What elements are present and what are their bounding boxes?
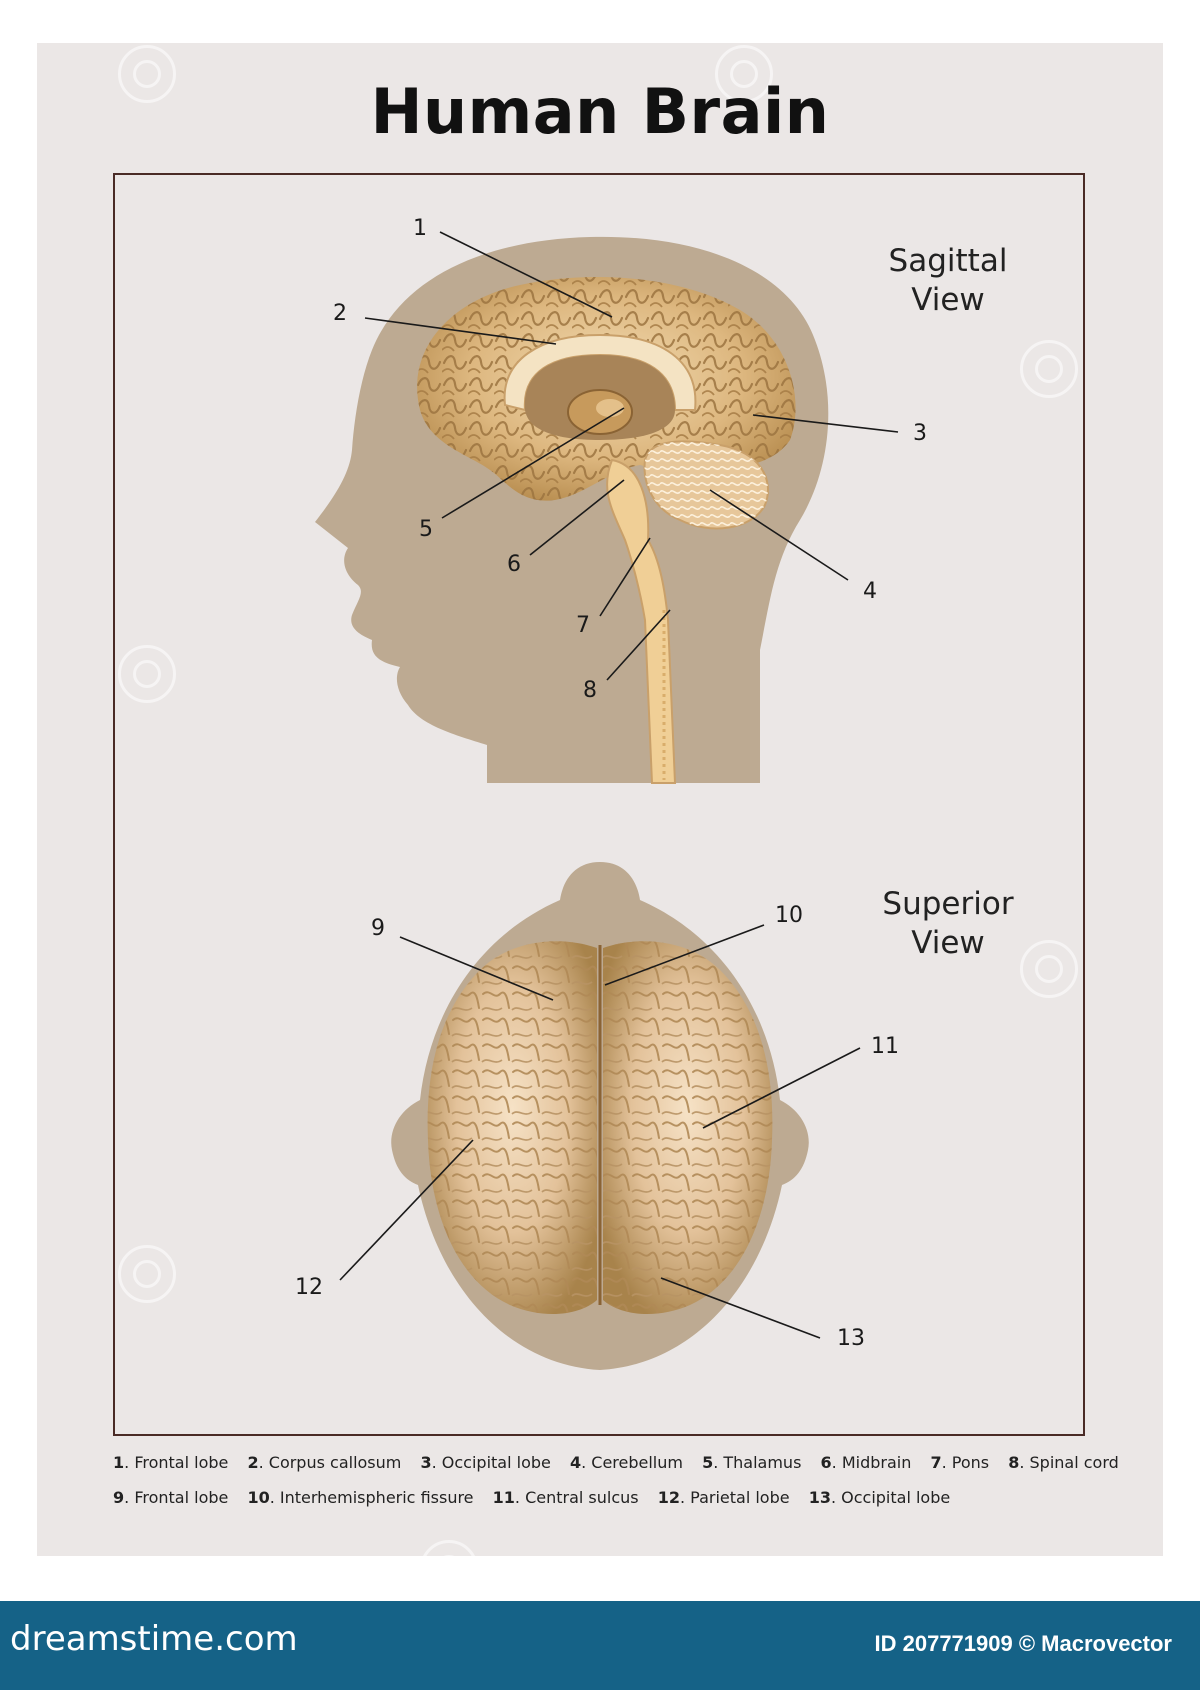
legend-item: 8. Spinal cord — [1008, 1453, 1119, 1472]
legend-row-1: 1. Frontal lobe 2. Corpus callosum 3. Oc… — [113, 1453, 1133, 1472]
legend-item: 3. Occipital lobe — [420, 1453, 551, 1472]
diagram-frame — [113, 173, 1085, 1436]
watermark-logo-icon — [118, 645, 176, 703]
legend-item: 12. Parietal lobe — [657, 1488, 790, 1507]
legend-item: 7. Pons — [930, 1453, 990, 1472]
watermark-logo-icon — [118, 1245, 176, 1303]
footer-image-id: ID 207771909 © Macrovector — [874, 1631, 1173, 1656]
callout-2: 2 — [333, 301, 347, 326]
callout-4: 4 — [863, 579, 877, 604]
leader-lines — [339, 231, 899, 1339]
callout-13: 13 — [837, 1326, 865, 1351]
callout-3: 3 — [913, 421, 927, 446]
legend-item: 4. Cerebellum — [569, 1453, 683, 1472]
page-title: Human Brain — [370, 75, 830, 148]
callout-6: 6 — [507, 552, 521, 577]
legend-item: 10. Interhemispheric fissure — [247, 1488, 474, 1507]
watermark-logo-icon — [420, 1540, 478, 1598]
legend-item: 5. Thalamus — [702, 1453, 802, 1472]
callout-9: 9 — [371, 916, 385, 941]
callout-7: 7 — [576, 613, 590, 638]
watermark-logo-icon — [1020, 940, 1078, 998]
brainstem — [606, 458, 677, 784]
legend-item: 13. Occipital lobe — [808, 1488, 951, 1507]
legend-item: 11. Central sulcus — [492, 1488, 639, 1507]
watermark-logo-icon — [715, 45, 773, 103]
footer-bar: dreamstime.com ID 207771909 © Macrovecto… — [0, 1601, 1200, 1690]
legend-row-2: 9. Frontal lobe 10. Interhemispheric fis… — [113, 1488, 964, 1507]
callout-5: 5 — [419, 517, 433, 542]
callout-11: 11 — [871, 1034, 899, 1059]
legend-item: 1. Frontal lobe — [113, 1453, 229, 1472]
watermark-logo-icon — [118, 45, 176, 103]
watermark-logo-icon — [1020, 340, 1078, 398]
callout-10: 10 — [775, 903, 803, 928]
callout-1: 1 — [413, 216, 427, 241]
superior-view-label: Superior View — [882, 886, 1014, 961]
legend-item: 9. Frontal lobe — [113, 1488, 229, 1507]
callout-8: 8 — [583, 678, 597, 703]
legend-item: 2. Corpus callosum — [247, 1453, 402, 1472]
callout-12: 12 — [295, 1275, 323, 1300]
legend-item: 6. Midbrain — [820, 1453, 912, 1472]
sagittal-view-label: Sagittal View — [888, 243, 1008, 318]
footer-brand[interactable]: dreamstime.com — [10, 1619, 298, 1659]
